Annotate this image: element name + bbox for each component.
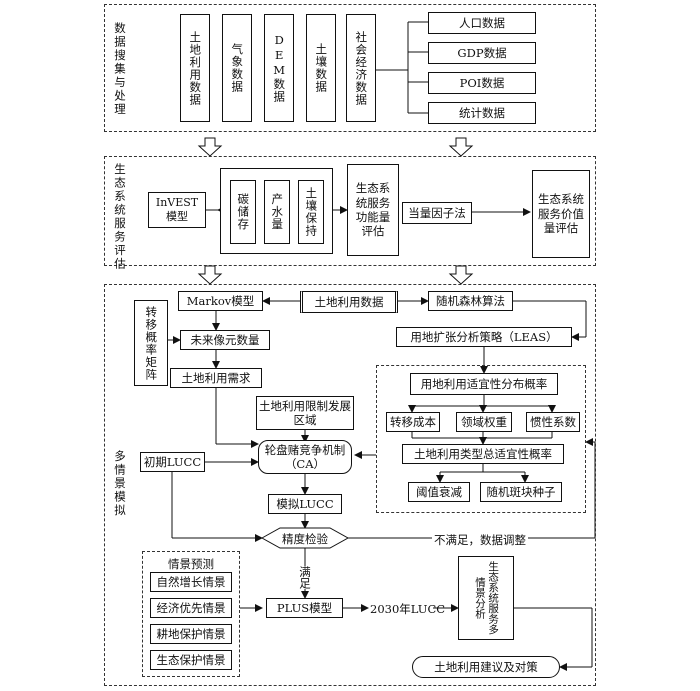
factor-inertia: 惯性系数 (526, 412, 580, 432)
initial-lucc: 初期LUCC (140, 452, 205, 472)
service-water: 产水量 (264, 180, 290, 244)
section-label-eco: 生态系统服务评估 (113, 163, 127, 271)
function-eval: 生态系统服务功能量评估 (347, 164, 399, 256)
lucc-2030: 2030年LUCC (370, 602, 446, 616)
data-box-soil: 土壤数据 (306, 14, 336, 122)
eco-evaluation-section (104, 156, 596, 266)
future-pixel-count: 未来像元数量 (180, 330, 270, 350)
section-label-sim: 多情景模拟 (113, 450, 127, 518)
scenario-farmland: 耕地保护情景 (150, 624, 232, 644)
service-soil: 土壤保持 (298, 180, 324, 244)
service-carbon: 碳储存 (230, 180, 256, 244)
land-demand: 土地利用需求 (170, 368, 262, 388)
value-eval: 生态系统服务价值量评估 (532, 170, 590, 258)
markov-model: Markov模型 (178, 291, 263, 311)
scenario-ecological: 生态保护情景 (150, 650, 232, 670)
threshold-decay: 阈值衰减 (408, 482, 470, 502)
ca-mechanism: 轮盘赌竞争机制（CA） (258, 440, 352, 474)
social-item-stats: 统计数据 (428, 102, 536, 124)
plus-model: PLUS模型 (266, 598, 343, 618)
land-use-advice: 土地利用建议及对策 (412, 656, 560, 678)
section-label-data: 数据搜集与处理 (113, 22, 127, 117)
scenario-group (142, 551, 240, 677)
data-box-climate: 气象数据 (222, 14, 252, 122)
data-box-dem: DEM数据 (264, 14, 294, 122)
scenario-title: 情景预测 (168, 557, 214, 571)
factor-transfer-cost: 转移成本 (386, 412, 440, 432)
restricted-area: 土地利用限制发展区域 (256, 396, 354, 430)
random-forest: 随机森林算法 (428, 291, 513, 311)
not-satisfied-label: 不满足，数据调整 (432, 532, 528, 548)
data-box-landuse: 土地利用数据 (180, 14, 210, 122)
multi-scenario-analysis: 生态系统服务多情景分析 (458, 556, 514, 640)
social-item-poi: POI数据 (428, 72, 536, 94)
invest-model: InVEST模型 (148, 192, 206, 228)
suitability-probability: 用地利用适宜性分布概率 (410, 373, 558, 395)
total-suitability: 土地利用类型总适宜性概率 (402, 444, 564, 464)
satisfied-label: 满足 (297, 566, 313, 589)
scenario-economic: 经济优先情景 (150, 598, 232, 618)
land-use-data: 土地利用数据 (300, 291, 398, 313)
leas-group (376, 365, 586, 513)
social-item-gdp: GDP数据 (428, 42, 536, 64)
simulation-section (104, 284, 596, 686)
social-item-population: 人口数据 (428, 12, 536, 34)
transfer-matrix: 转移概率矩阵 (134, 300, 168, 386)
leas-strategy: 用地扩张分析策略（LEAS） (396, 327, 572, 347)
simulated-lucc: 模拟LUCC (268, 494, 342, 514)
scenario-natural: 自然增长情景 (150, 572, 232, 592)
factor-neighborhood-weight: 领域权重 (456, 412, 512, 432)
equivalent-factor-method: 当量因子法 (402, 202, 472, 224)
data-collection-section (104, 4, 596, 132)
data-box-socioeconomic: 社会经济数据 (346, 14, 376, 122)
accuracy-check: 精度检验 (282, 532, 328, 546)
random-patch-seed: 随机斑块种子 (480, 482, 562, 502)
